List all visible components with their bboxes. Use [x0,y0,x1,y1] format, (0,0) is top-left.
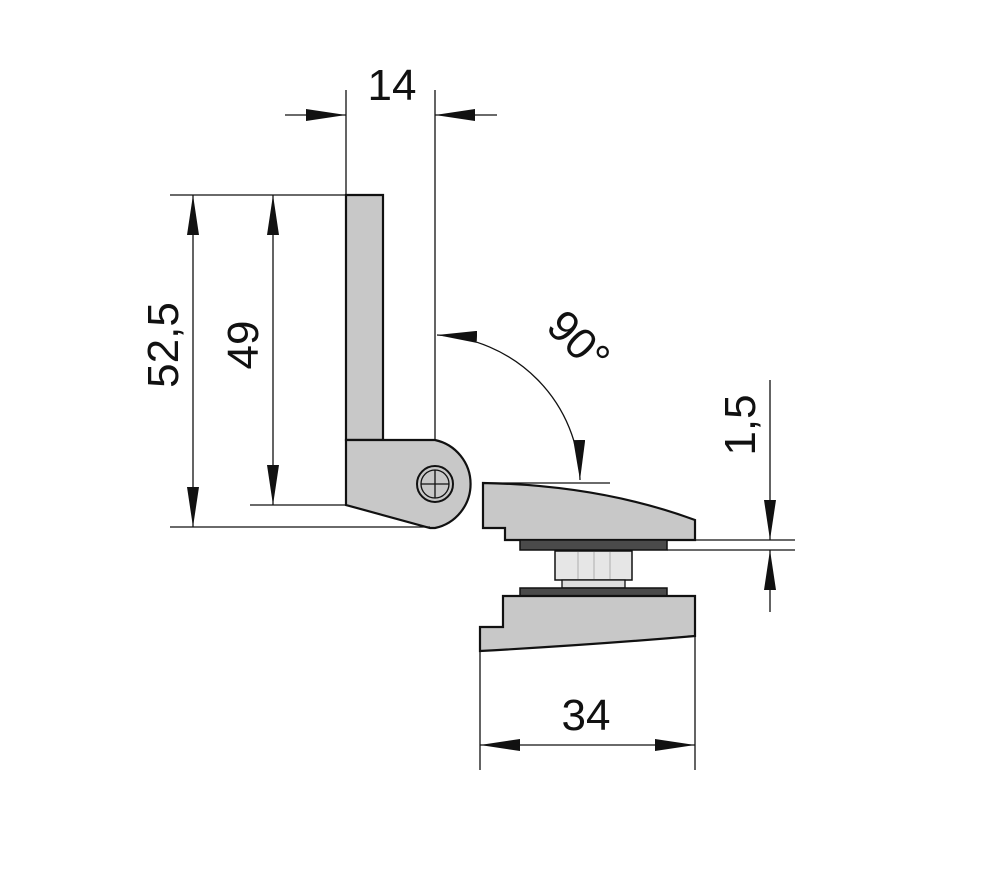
dimension-34: 34 [479,636,696,770]
angle-arc [436,330,586,481]
dim-1-5-label: 1,5 [716,394,765,455]
upper-gasket [519,539,668,551]
upper-leaf [481,481,697,542]
lower-gasket [519,587,668,597]
dimension-14: 14 [285,61,497,440]
hinge-body [344,193,697,653]
pin-crosshair [421,470,449,498]
nut-facets [577,552,611,579]
dimension-angle-90: 90° [436,301,619,484]
dim-14-label: 14 [368,61,417,110]
dimension-1-5: 1,5 [667,380,795,612]
lower-leaf [478,594,697,653]
extension-lines [345,90,436,440]
dim-49-label: 49 [219,321,268,370]
nut-washer [561,579,626,589]
dim-52-5-label: 52,5 [139,302,188,388]
dim-angle-label: 90° [537,301,619,383]
dim-34-label: 34 [562,691,611,740]
extension-lines [667,539,795,551]
extension-lines [170,194,430,528]
dimension-52-5: 52,5 [139,194,430,528]
vertical-arm [344,193,385,442]
dimension-49: 49 [219,195,346,506]
